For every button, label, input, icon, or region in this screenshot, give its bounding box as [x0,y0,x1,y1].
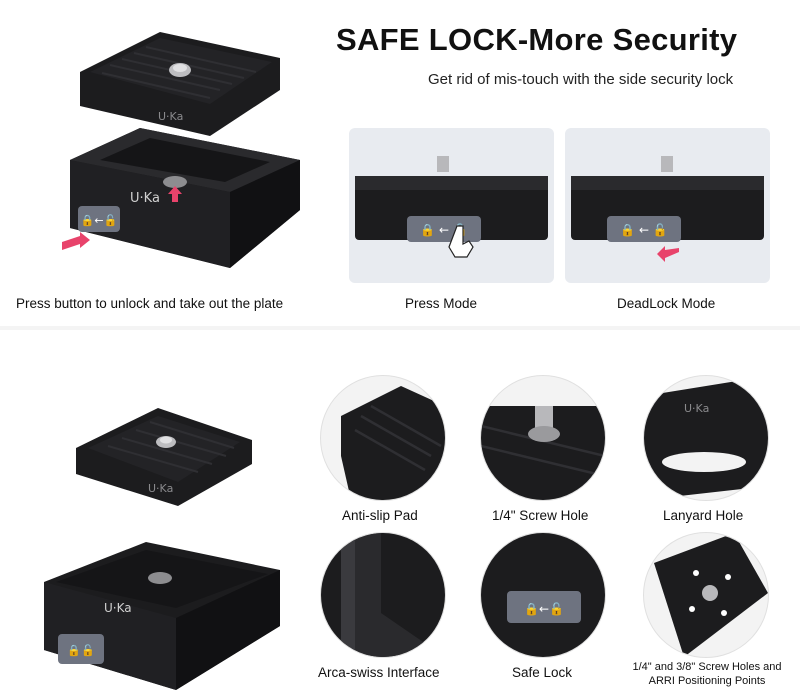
feature-label-arca-swiss: Arca-swiss Interface [318,665,440,680]
svg-text:🔒🔓: 🔒🔓 [67,644,94,657]
safe-lock-section: SAFE LOCK-More Security Get rid of mis-t… [0,0,800,330]
up-arrow-icon [168,186,182,202]
svg-text:🔒←🔓: 🔒←🔓 [524,602,564,616]
lanyard-hole-detail: U·Ka [643,375,769,501]
deadlock-mode-panel: 🔒 ← 🔓 [565,128,770,283]
deadlock-mode-caption: DeadLock Mode [617,296,716,311]
feature-label-arri-points: 1/4" and 3/8" Screw Holes and ARRI Posit… [632,661,782,687]
hand-cursor-icon [448,225,474,258]
arri-points-detail [643,532,769,658]
svg-text:U·Ka: U·Ka [104,601,132,615]
screw-hole-detail [480,375,606,501]
quick-release-plate-image: U·Ka [76,408,252,506]
svg-text:U·Ka: U·Ka [148,482,173,495]
page-title: SAFE LOCK-More Security [336,22,738,57]
safe-lock-detail: 🔒←🔓 [480,532,606,658]
feature-label-lanyard-hole: Lanyard Hole [663,508,744,523]
unlock-caption: Press button to unlock and take out the … [16,296,284,311]
exploded-plate-image: 🔒←🔓 U·Ka U·Ka [62,32,300,268]
features-section: U·Ka U·Ka 🔒🔓 [0,330,800,700]
feature-label-anti-slip-pad: Anti-slip Pad [342,508,418,523]
safe-lock-button [78,206,120,232]
deadlock-arrow-icon [657,246,679,262]
svg-text:🔒←🔓: 🔒←🔓 [81,214,118,227]
deadlock-button [607,216,681,242]
press-arrow-icon [62,232,90,250]
svg-text:U·Ka: U·Ka [684,402,709,415]
feature-label-screw-hole: 1/4" Screw Hole [492,508,589,523]
arca-swiss-detail [320,532,446,658]
clamp-base-image: U·Ka 🔒🔓 [44,542,280,690]
press-mode-panel: 🔒 ← 🔓 [349,128,554,283]
page-subtitle: Get rid of mis-touch with the side secur… [428,71,734,88]
brand-mark: U·Ka [130,191,160,206]
feature-label-safe-lock: Safe Lock [512,665,573,680]
press-mode-caption: Press Mode [405,296,478,311]
svg-text:🔒 ← 🔓: 🔒 ← 🔓 [620,223,668,237]
anti-slip-pad-detail [320,375,446,501]
svg-text:U·Ka: U·Ka [158,110,183,123]
